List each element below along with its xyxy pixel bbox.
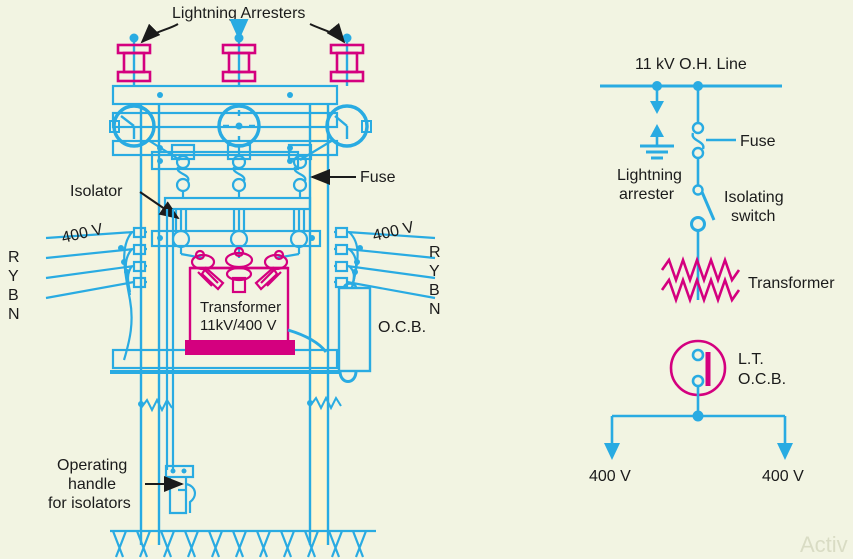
bushing-middle bbox=[224, 246, 254, 294]
lightning-arrester-group bbox=[116, 33, 365, 86]
label-lightning-arresters: Lightning Arresters bbox=[172, 5, 305, 22]
pin-insulator-left bbox=[109, 104, 156, 148]
arrow-out-right bbox=[777, 443, 793, 460]
label-ocb-pole: O.C.B. bbox=[378, 319, 426, 336]
label-transformer-schematic: Transformer bbox=[748, 275, 835, 292]
schematic-transformer bbox=[660, 256, 741, 304]
lv-feeder-left bbox=[45, 226, 147, 361]
pole-right-body bbox=[310, 103, 328, 545]
ocb-contact-top bbox=[691, 348, 705, 362]
label-ocb-schematic-2: O.C.B. bbox=[738, 371, 786, 388]
transformer-base bbox=[185, 340, 295, 355]
watermark-text: Activ bbox=[800, 532, 848, 557]
label-isolator: Isolator bbox=[70, 183, 123, 200]
operating-rod bbox=[165, 209, 175, 470]
transformer-bushings bbox=[190, 246, 289, 294]
lv-feeder-right bbox=[334, 226, 436, 300]
bushing-left bbox=[190, 249, 225, 291]
bushing-right bbox=[254, 249, 289, 291]
transformer-unit: Transformer 11kV/400 V bbox=[185, 246, 295, 355]
ocb-box bbox=[337, 286, 372, 373]
pin-insulator-middle bbox=[217, 104, 261, 148]
label-fuse-schematic: Fuse bbox=[740, 133, 776, 150]
label-isolating-switch-1: Isolating bbox=[724, 189, 784, 206]
label-phase-left-r: R bbox=[8, 249, 20, 266]
arrester-arrow-up bbox=[650, 124, 664, 137]
ocb-bottom-lug bbox=[338, 370, 358, 383]
pole-right-brace bbox=[309, 395, 342, 411]
cross-arm-fuse bbox=[150, 150, 300, 171]
pole-left-brace-dot bbox=[138, 401, 144, 407]
schematic-diagram: 11 kV O.H. Line Lightning arrester bbox=[589, 56, 835, 485]
pin-insulator-right bbox=[325, 104, 372, 148]
label-operating-handle-1: Operating bbox=[57, 457, 127, 474]
transformer-primary-winding bbox=[660, 256, 741, 284]
pole-left-body bbox=[141, 103, 159, 545]
schematic-fuse bbox=[691, 121, 736, 160]
arrow-arrester-left bbox=[140, 23, 179, 44]
pole-right-brace-dot bbox=[307, 400, 313, 406]
label-supply-line: 11 kV O.H. Line bbox=[635, 56, 747, 73]
fuse-left bbox=[170, 143, 196, 198]
label-phase-left-b: B bbox=[8, 287, 19, 304]
label-operating-handle-2: handle bbox=[68, 476, 116, 493]
arrow-arrester-right bbox=[309, 22, 346, 44]
label-transformer-name: Transformer bbox=[200, 299, 281, 316]
label-400v-right: 400 V bbox=[371, 219, 416, 245]
schematic-lightning-arrester: Lightning arrester bbox=[617, 86, 682, 203]
label-arrester-1: Lightning bbox=[617, 167, 682, 184]
isolator-right bbox=[289, 209, 309, 254]
label-phase-right-r: R bbox=[429, 244, 441, 261]
cross-arm-top bbox=[111, 84, 339, 106]
label-phase-right-y: Y bbox=[429, 263, 440, 280]
schematic-isolating-switch bbox=[690, 184, 716, 232]
cross-arm-isolator-top bbox=[163, 196, 312, 211]
label-fuse-pole: Fuse bbox=[360, 169, 396, 186]
label-phase-left-n: N bbox=[8, 306, 20, 323]
label-isolating-switch-2: switch bbox=[731, 208, 775, 225]
transformer-lv-cable bbox=[287, 328, 328, 353]
fuse-right bbox=[287, 143, 313, 198]
label-phase-left-y: Y bbox=[8, 268, 19, 285]
ocb-unit: O.C.B. bbox=[337, 282, 426, 383]
operating-handle bbox=[164, 464, 196, 515]
jumper-leads bbox=[147, 139, 334, 161]
label-phase-right-b: B bbox=[429, 282, 440, 299]
lightning-arrester-left bbox=[116, 33, 152, 86]
label-output-left: 400 V bbox=[589, 468, 631, 485]
arrow-out-left bbox=[604, 443, 620, 460]
isolator-middle bbox=[229, 209, 249, 254]
lv-insulators-right bbox=[334, 226, 349, 289]
label-phase-right-n: N bbox=[429, 301, 441, 318]
label-transformer-rating: 11kV/400 V bbox=[200, 317, 276, 334]
lightning-arrester-right bbox=[329, 33, 365, 86]
arrow-isolator bbox=[139, 191, 180, 220]
label-arrester-2: arrester bbox=[619, 186, 675, 203]
lightning-arrester-middle bbox=[221, 33, 257, 86]
ground-hatching bbox=[110, 529, 376, 558]
arrester-arrow-down bbox=[650, 101, 664, 114]
label-400v-left: 400 V bbox=[60, 221, 105, 247]
fuse-group bbox=[170, 143, 313, 198]
schematic-ocb: L.T. O.C.B. bbox=[669, 339, 786, 397]
ocb-contact-bottom bbox=[691, 374, 705, 388]
node-lt-bus bbox=[692, 410, 704, 422]
label-output-right: 400 V bbox=[762, 468, 804, 485]
label-ocb-schematic-1: L.T. bbox=[738, 351, 764, 368]
label-operating-handle-3: for isolators bbox=[48, 495, 131, 512]
transformer-secondary-winding bbox=[660, 276, 741, 304]
fuse-middle bbox=[226, 143, 252, 198]
